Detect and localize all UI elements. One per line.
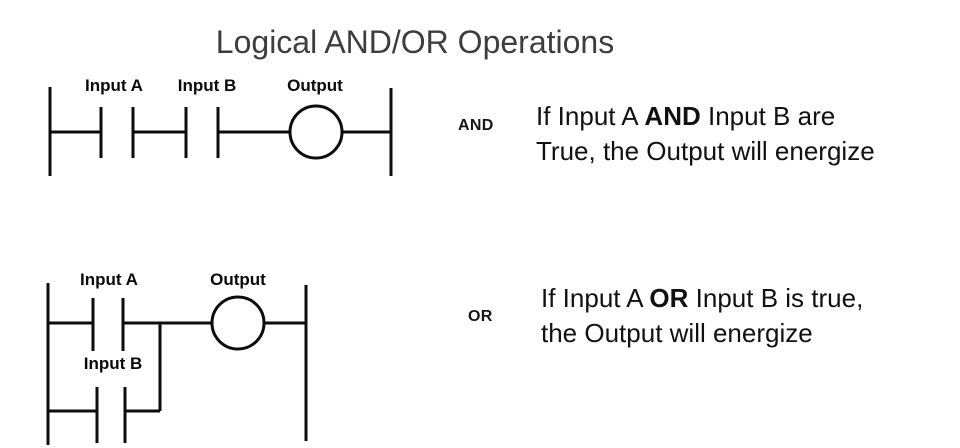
and-description-post: Input B are True, the Output will energi… bbox=[536, 101, 875, 166]
or-output-coil bbox=[210, 295, 266, 351]
or-ladder-diagram bbox=[46, 283, 308, 445]
and-contact-label-input-a: Input A bbox=[85, 76, 143, 95]
or-contact-label-input-b: Input B bbox=[83, 354, 143, 373]
and-description-bold: AND bbox=[644, 101, 701, 131]
and-contact-label-input-b: Input B bbox=[177, 76, 237, 95]
or-description-bold: OR bbox=[649, 283, 689, 313]
and-description-pre: If Input A bbox=[536, 101, 645, 131]
and-output-coil bbox=[288, 104, 344, 160]
and-gate-label: AND bbox=[458, 117, 494, 134]
and-description: If Input A AND Input B are True, the Out… bbox=[536, 99, 960, 169]
or-description-post: Input B is true, the Output will energiz… bbox=[541, 283, 864, 348]
or-description-pre: If Input A bbox=[541, 283, 650, 313]
or-coil-label-output: Output bbox=[210, 270, 266, 289]
or-description: If Input A OR Input B is true, the Outpu… bbox=[541, 281, 960, 351]
or-gate-label: OR bbox=[468, 308, 493, 325]
and-coil-label-output: Output bbox=[287, 76, 343, 95]
page-title: Logical AND/OR Operations bbox=[215, 24, 615, 60]
and-ladder-diagram bbox=[48, 87, 393, 176]
or-contact-label-input-a: Input A bbox=[80, 270, 138, 289]
